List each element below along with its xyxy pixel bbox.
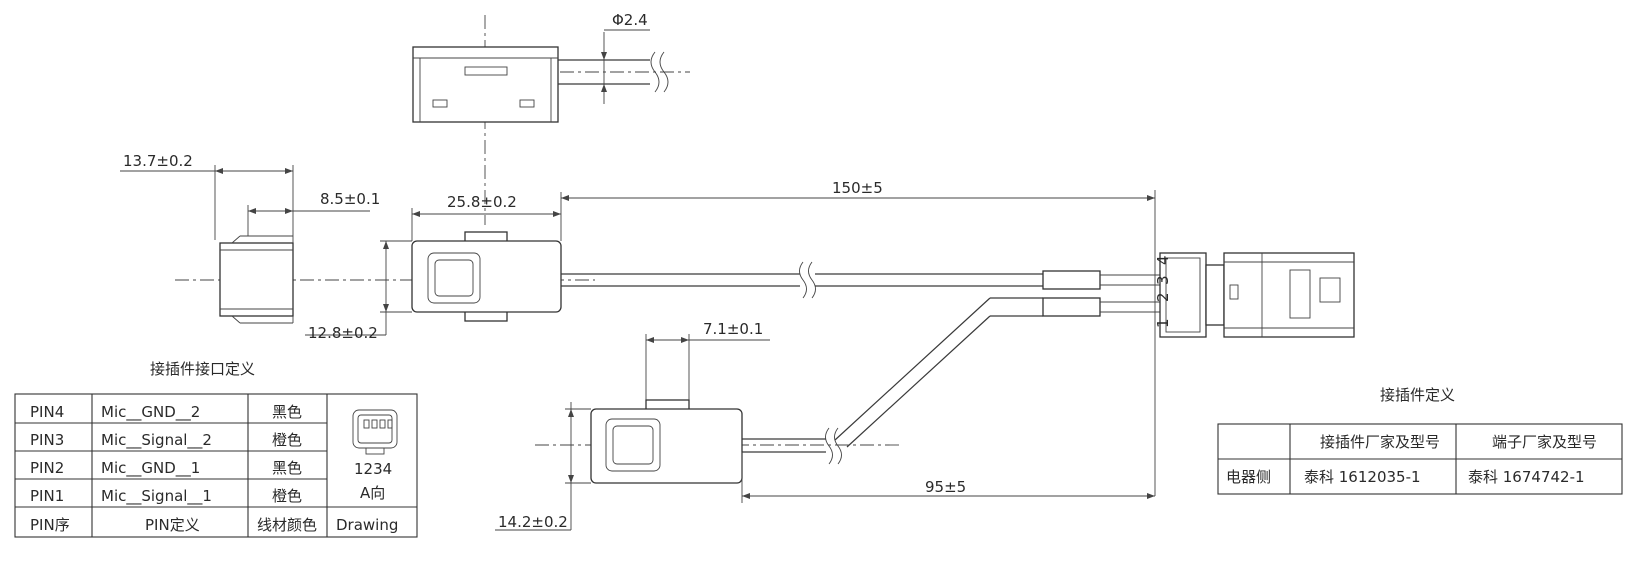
pin-table-title: 接插件接口定义 [150, 360, 255, 378]
pin-row-1-color: 橙色 [272, 487, 302, 505]
dim-diameter: Φ2.4 [612, 11, 648, 29]
dim-width-13-7: 13.7±0.2 [123, 152, 193, 170]
connector-table-col-terminal: 端子厂家及型号 [1492, 433, 1597, 451]
pin-row-1-pin: PIN1 [30, 487, 64, 505]
dim-line-95 [741, 452, 1155, 503]
side-view-housing [120, 165, 595, 324]
pin-row-2-color: 黑色 [272, 459, 302, 477]
pin-row-4-definition: Mic__GND__2 [101, 403, 200, 422]
pin-header-definition: PIN定义 [145, 516, 200, 534]
drawing-view-label: A向 [360, 484, 385, 502]
lower-mic-body [495, 334, 900, 531]
pin-row-2-pin: PIN2 [30, 459, 64, 477]
dim-length-150: 150±5 [832, 179, 883, 197]
pin-header-drawing: Drawing [336, 516, 398, 534]
terminal-model: 泰科 1674742-1 [1468, 468, 1585, 486]
connector-pin-4: 4 [1154, 255, 1172, 265]
dim-width-8-5: 8.5±0.1 [320, 190, 380, 208]
dim-height-12-8: 12.8±0.2 [308, 324, 378, 342]
connector-pin-1: 1 [1154, 318, 1172, 328]
connector-table-title: 接插件定义 [1380, 386, 1455, 404]
pin-row-2-definition: Mic__GND__1 [101, 459, 200, 478]
pin-row-4-pin: PIN4 [30, 403, 64, 421]
dim-width-7-1: 7.1±0.1 [703, 320, 763, 338]
pin-row-1-definition: Mic__Signal__1 [101, 487, 212, 506]
upper-cable [561, 261, 1160, 317]
pin-row-3-pin: PIN3 [30, 431, 64, 449]
pin-row-4-color: 黑色 [272, 403, 302, 421]
connector-pin-3: 3 [1154, 275, 1172, 285]
pin-row-3-color: 橙色 [272, 431, 302, 449]
connector-table-row-label: 电器侧 [1226, 468, 1271, 486]
dim-length-95: 95±5 [925, 478, 966, 496]
main-mic-body [305, 192, 562, 336]
top-view-housing [412, 15, 690, 225]
dim-height-14-2: 14.2±0.2 [498, 513, 568, 531]
connector-model: 泰科 1612035-1 [1304, 468, 1421, 486]
dim-line-150 [561, 190, 1156, 496]
connector-table-col-connector: 接插件厂家及型号 [1320, 433, 1440, 451]
harness-connector [1159, 252, 1355, 338]
drawing-pin-numbers: 1234 [354, 460, 392, 478]
dim-width-25-8: 25.8±0.2 [447, 193, 517, 211]
pin-header-pin: PIN序 [30, 516, 70, 534]
pin-header-color: 线材颜色 [257, 516, 317, 534]
pin-table-grid [14, 393, 418, 538]
connector-table-grid [1217, 423, 1623, 495]
connector-pin-2: 2 [1154, 292, 1172, 302]
pin-row-3-definition: Mic__Signal__2 [101, 431, 212, 450]
lower-cable [742, 297, 1043, 465]
